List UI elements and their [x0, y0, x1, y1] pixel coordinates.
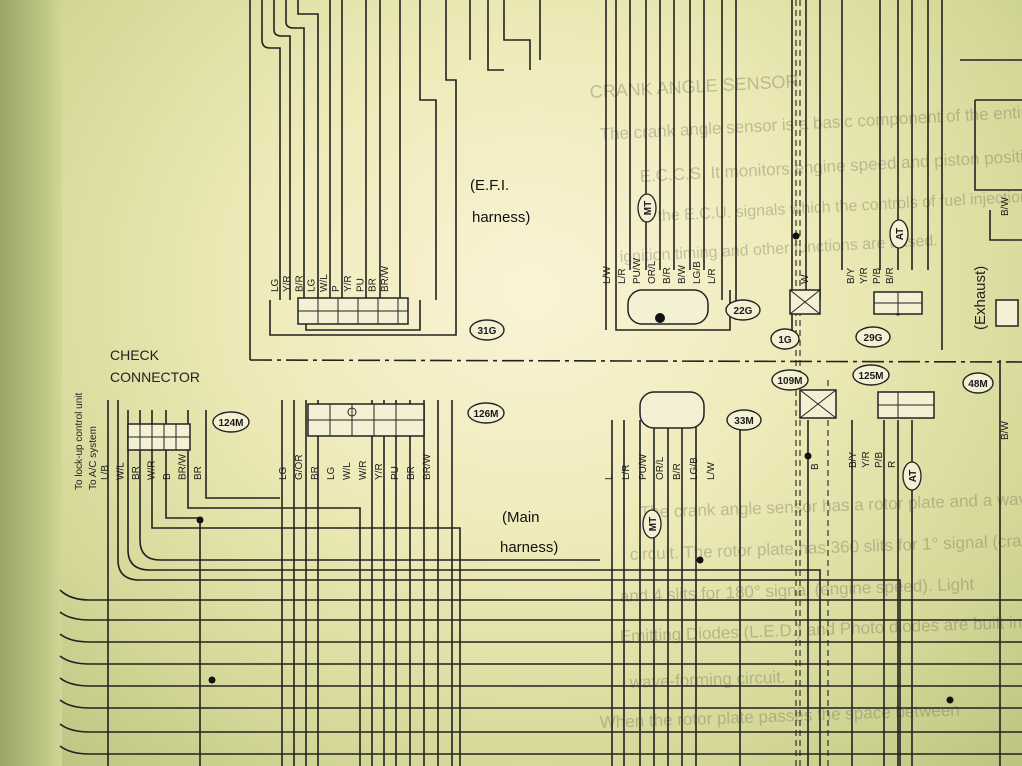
wire-color-label: PU/W	[632, 257, 643, 284]
wire-color-label: PU	[355, 278, 366, 292]
wire-color-label: B/R	[662, 267, 673, 284]
wire-color-label: PU	[390, 466, 401, 480]
wire-color-label: W/R	[147, 461, 158, 480]
connector-33m-block	[639, 391, 705, 429]
wire-color-label: W/R	[358, 461, 369, 480]
wire-color-label: LG	[270, 278, 281, 292]
wire-color-label: P/B	[872, 268, 883, 284]
book-binding-margin	[0, 0, 62, 766]
wire-color-label: P/B	[874, 452, 885, 468]
wire-color-label: B	[162, 473, 173, 480]
wire-color-label: W	[800, 274, 811, 284]
wire-color-label: LG	[326, 466, 337, 480]
connector-109m-label: 109M	[777, 376, 802, 387]
ghost-line: E.C.C.S. It monitors engine speed and pi…	[639, 141, 1022, 186]
exhaust-label: (Exhaust)	[972, 266, 989, 330]
efi-harness-title-line2: harness)	[472, 209, 530, 226]
wire-color-label: L/R	[707, 268, 718, 284]
ghost-line: to the E.C.U. signals which the controls…	[639, 188, 1022, 226]
wire-color-label: LG	[278, 466, 289, 480]
connector-latch	[347, 407, 357, 417]
wire-color-label: B/Y	[846, 268, 857, 284]
wire-color-label: BR	[310, 466, 321, 480]
badge-mt: MT	[643, 201, 654, 215]
wire-color-label: LG/B	[692, 261, 703, 284]
harness-separator-line	[249, 359, 1022, 363]
side-note-ac: To A/C system	[88, 426, 99, 490]
wire-color-label: PU/W	[638, 453, 649, 480]
junction-dots	[196, 232, 954, 704]
wire-color-label: W/L	[116, 462, 127, 480]
wire-color-label: G/OR	[294, 454, 305, 480]
wire-color-label: B/R	[885, 267, 896, 284]
wire-color-label: B/Y	[848, 452, 859, 468]
connector-125m-label: 125M	[858, 371, 883, 382]
connector-126m-label: 126M	[473, 409, 498, 420]
connector-1g-label: 1G	[778, 335, 792, 346]
connector-pin-grid	[128, 289, 934, 450]
wire-color-label: B/W	[1000, 197, 1011, 216]
ghost-line: wave-forming circuit.	[628, 668, 785, 692]
connector-id-bubbles: 31G 22G 1G 29G 124M 126M 33M 109M 125M 4…	[212, 299, 994, 433]
wire-color-label: P	[331, 285, 342, 292]
wire-color-label: LG	[307, 278, 318, 292]
ghost-line: The crank angle sensor is a basic compon…	[599, 102, 1022, 144]
connector-124m-label: 124M	[218, 418, 243, 429]
wire-color-label: BR	[193, 466, 204, 480]
efi-harness-title-line1: (E.F.I.	[470, 177, 509, 194]
connector-latch	[655, 313, 665, 323]
ghost-line: circuit. The rotor plate has 360 slits f…	[629, 529, 1022, 564]
ghost-line: The crank angle sensor has a rotor plate…	[639, 487, 1022, 522]
connector-33m-label: 33M	[734, 416, 753, 427]
wire-color-label: Y/R	[861, 451, 872, 468]
ghost-heading: CRANK ANGLE SENSOR	[589, 71, 799, 102]
wire-color-label: L/R	[617, 268, 628, 284]
wire-color-label: BR	[368, 278, 379, 292]
wire-color-label: L/B	[100, 465, 111, 480]
badge-mt: MT	[648, 517, 659, 531]
wire-color-label: BR/W	[422, 453, 433, 480]
wire-color-label: B/R	[672, 463, 683, 480]
wire-bundles	[59, 0, 1022, 766]
main-harness-title-line1: (Main	[502, 509, 540, 526]
check-connector-title-line1: CHECK	[110, 347, 160, 363]
connector-22g-block	[627, 289, 709, 325]
connector-48m-label: 48M	[968, 379, 987, 390]
wire-color-label: LG/B	[689, 457, 700, 480]
connector-29g-label: 29G	[864, 333, 883, 344]
connector-48m-block	[995, 299, 1019, 327]
transmission-badges: MT AT MT AT	[637, 193, 922, 539]
wire-color-label: L	[604, 474, 615, 480]
wire-color-label: W/L	[342, 462, 353, 480]
wire-color-label: B	[810, 463, 821, 470]
side-note-lockup: To lock-up control unit	[74, 393, 85, 490]
wire-color-label: OR/L	[655, 456, 666, 480]
wire-color-label: B/W	[677, 265, 688, 284]
wire-color-label: L/W	[602, 266, 613, 284]
wire-color-label: BR/W	[380, 265, 391, 292]
wire-color-label: Y/R	[343, 275, 354, 292]
wire-color-label: BR/W	[178, 453, 189, 480]
wire-color-label: R	[887, 461, 898, 468]
connector-31g-label: 31G	[478, 326, 497, 337]
wire-color-label: B/R	[294, 275, 305, 292]
wire-color-label: L/W	[706, 462, 717, 480]
wire-color-label: W/L	[319, 274, 330, 292]
wire-color-label: Y/R	[859, 267, 870, 284]
connector-22g-label: 22G	[734, 306, 753, 317]
wire-color-label: B/W	[1000, 421, 1011, 440]
wire-color-label: L/R	[621, 464, 632, 480]
main-harness-title-line2: harness)	[500, 539, 558, 556]
wire-color-label: BR	[131, 466, 142, 480]
wire-color-label: BR	[406, 466, 417, 480]
check-connector-title-line2: CONNECTOR	[110, 369, 200, 385]
wire-color-label: OR/L	[647, 260, 658, 284]
wire-color-label: Y/R	[282, 275, 293, 292]
wire-color-label: Y/R	[374, 463, 385, 480]
badge-at: AT	[895, 228, 906, 241]
badge-at: AT	[908, 470, 919, 483]
